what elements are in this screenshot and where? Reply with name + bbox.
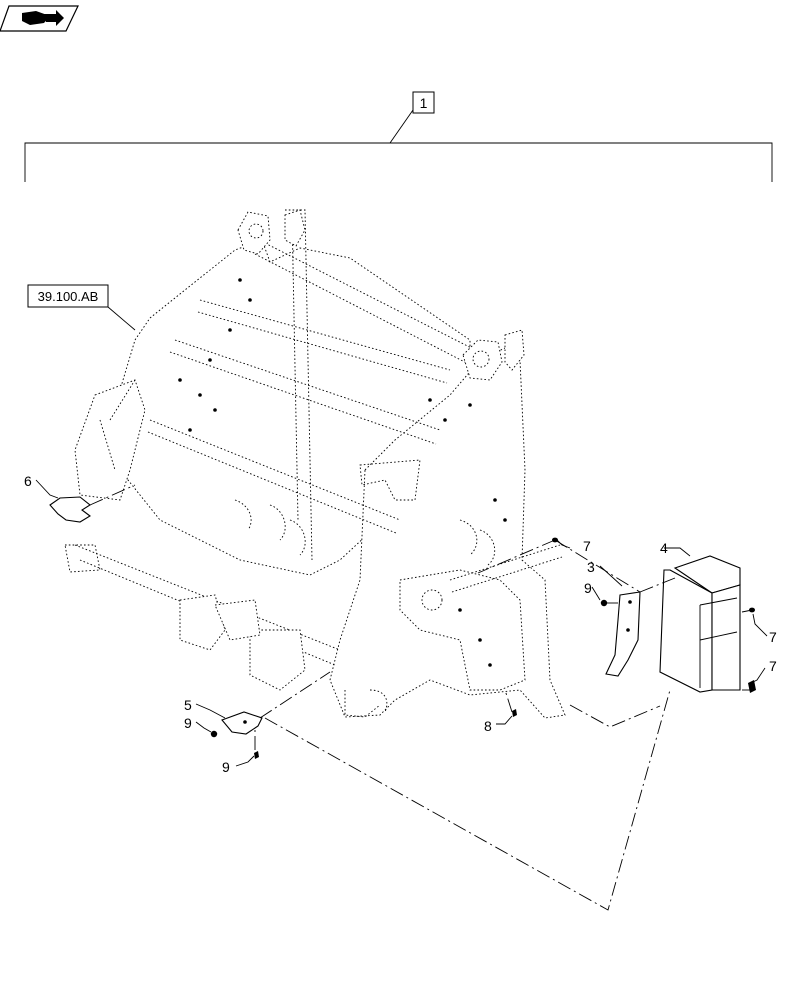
callout-labels: 6 7 3 4 9 7 7 5 9 9 8: [24, 473, 777, 775]
callout-6[interactable]: 6: [24, 473, 32, 489]
callout-9-left[interactable]: 9: [184, 715, 192, 731]
baler-frame: [64, 209, 566, 719]
assembly-bracket: 1: [24, 91, 773, 182]
callout-5[interactable]: 5: [184, 697, 192, 713]
leader-lines: [35, 479, 768, 767]
callout-1-label: 1: [420, 95, 428, 111]
reference-callout[interactable]: 39.100.AB: [27, 284, 136, 331]
assembly-lines: [254, 539, 753, 911]
part-4-box[interactable]: [659, 555, 741, 693]
book-arrow-icon[interactable]: [0, 5, 79, 32]
callout-3[interactable]: 3: [587, 559, 595, 575]
callout-7-mid[interactable]: 7: [769, 629, 777, 645]
callout-4[interactable]: 4: [660, 540, 668, 556]
callout-8[interactable]: 8: [484, 718, 492, 734]
part-3-bracket[interactable]: [605, 591, 641, 677]
part-5-bracket[interactable]: [221, 711, 263, 735]
callout-7-low[interactable]: 7: [769, 658, 777, 674]
callout-9-right[interactable]: 9: [584, 580, 592, 596]
reference-label: 39.100.AB: [38, 289, 99, 304]
callout-1-box[interactable]: [412, 91, 435, 114]
part-6-shield[interactable]: [49, 484, 136, 523]
callout-7-top[interactable]: 7: [583, 538, 591, 554]
callout-9-bottom[interactable]: 9: [222, 759, 230, 775]
